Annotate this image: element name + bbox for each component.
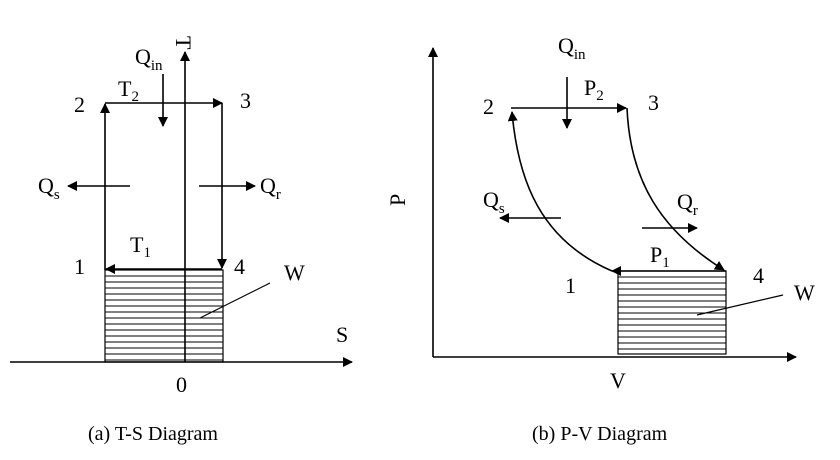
ts-t2-label: T2	[118, 76, 139, 105]
pv-point-3: 3	[648, 90, 659, 115]
ts-point-1: 1	[74, 254, 85, 279]
pv-v-axis-label: V	[610, 368, 626, 393]
ts-origin-label: 0	[176, 372, 187, 397]
pv-qin-label: Qin	[558, 33, 586, 63]
ts-work-area	[104, 269, 224, 363]
pv-point-1: 1	[565, 273, 576, 298]
pv-process-1-2	[507, 111, 613, 272]
ts-t1-label: T1	[130, 232, 151, 261]
pv-caption: (b) P-V Diagram	[532, 423, 668, 445]
pv-work-leader	[696, 294, 784, 316]
pv-work-label: W	[794, 280, 815, 305]
ts-point-2: 2	[74, 92, 85, 117]
pv-point-2: 2	[483, 94, 494, 119]
ts-hatching	[105, 275, 223, 361]
ts-qs-label: Qs	[38, 173, 60, 203]
pv-p-axis-label: P	[385, 194, 410, 206]
pv-hatching	[618, 276, 726, 350]
pv-diagram: P V 2 3 1 4 P2 P1 Qin Qs Qr W (b) P-V Di…	[385, 33, 815, 445]
ts-work-label: W	[284, 260, 305, 285]
ts-diagram: T S 0 2 3 1 4 T2 T1 Qin Qs Qr W (a) T-S …	[10, 36, 353, 445]
ts-point-4: 4	[234, 254, 245, 279]
pv-work-area	[617, 270, 727, 355]
pv-process-3-4	[626, 107, 725, 271]
ts-work-leader	[199, 282, 271, 319]
ts-s-axis-label: S	[336, 322, 348, 347]
ts-t-axis-label: T	[171, 36, 196, 50]
pv-p1-label: P1	[650, 242, 670, 271]
ts-qin-label: Qin	[135, 44, 163, 74]
pv-qr-label: Qr	[677, 189, 698, 219]
ts-caption: (a) T-S Diagram	[88, 423, 218, 445]
pv-qs-label: Qs	[483, 187, 505, 217]
pv-point-4: 4	[753, 263, 764, 288]
ts-qr-label: Qr	[260, 173, 281, 203]
ts-point-3: 3	[240, 88, 251, 113]
pv-p2-label: P2	[584, 75, 604, 104]
